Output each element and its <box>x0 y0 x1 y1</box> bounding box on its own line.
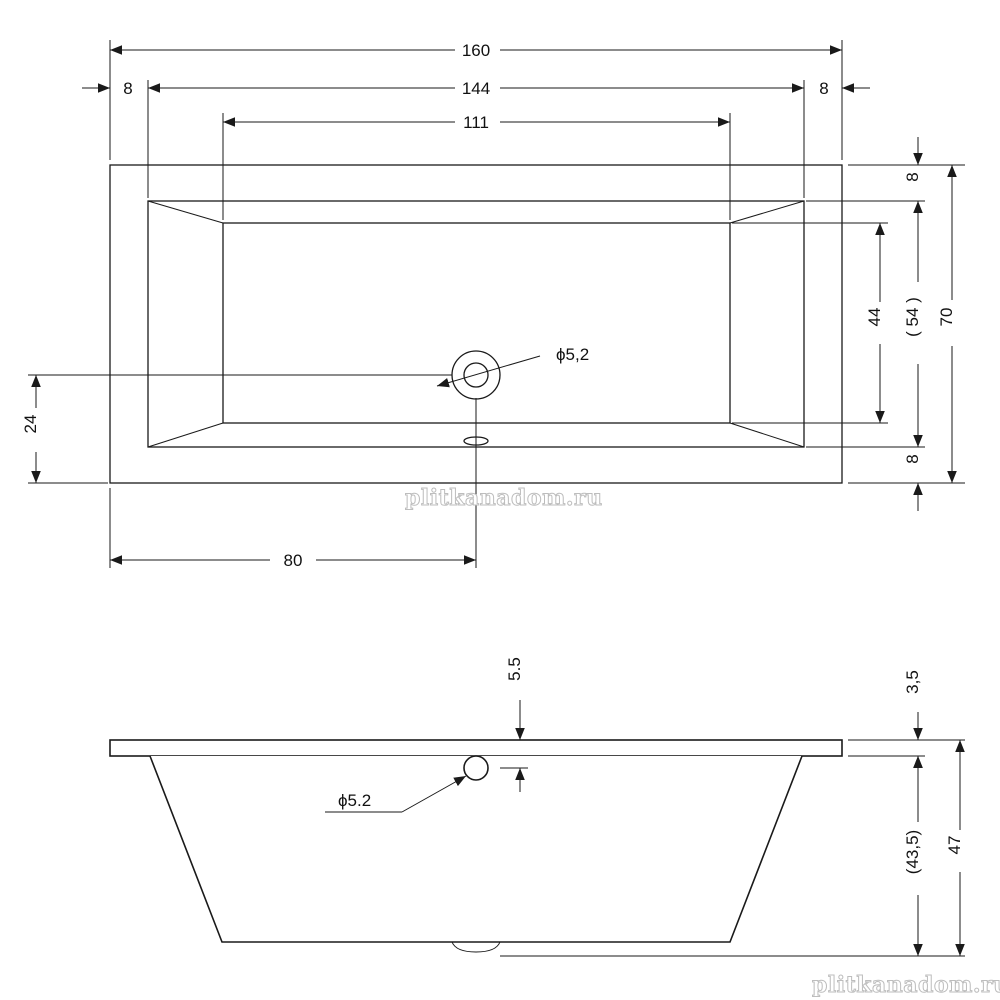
dim-rim-right: 8 <box>819 79 870 98</box>
side-tub-body <box>149 755 803 943</box>
label-width-rim-bottom: 8 <box>903 454 922 463</box>
label-total-height: 47 <box>945 836 964 855</box>
dim-width-bottom: 44 <box>865 223 885 423</box>
label-width-total: 70 <box>937 308 956 327</box>
dim-drain-offset-y: 24 <box>21 375 41 483</box>
dim-rim-thickness: 3,5 <box>903 670 923 784</box>
dim-inner-depth: (43,5) <box>903 756 923 956</box>
extension-lines <box>28 40 965 568</box>
label-width-rim-top: 8 <box>903 172 922 181</box>
dim-overall-length: 160 <box>110 41 842 60</box>
dim-overflow-depth: 5.5 <box>505 657 525 792</box>
label-drain-offset-y: 24 <box>21 415 40 434</box>
side-drain-outlet <box>451 941 501 953</box>
label-bottom-length: 111 <box>463 113 489 132</box>
dim-drain-diameter: ϕ5,2 <box>436 345 589 388</box>
tub-bottom <box>222 222 731 424</box>
label-overall-length: 160 <box>462 41 490 60</box>
side-view: 5.5 ϕ5.2 3,5 (43,5) 47 <box>109 657 965 957</box>
overflow-icon <box>463 755 489 781</box>
slope-lines <box>147 200 805 448</box>
dim-width-total: 70 <box>937 165 957 483</box>
label-drain-offset-x: 80 <box>284 551 303 570</box>
label-inner-depth: (43,5) <box>903 830 922 874</box>
side-rim <box>109 739 843 757</box>
label-rim-right: 8 <box>819 79 828 98</box>
label-rim-left: 8 <box>123 79 132 98</box>
watermark: plitkanadom.ru <box>812 972 1000 998</box>
dim-total-height: 47 <box>945 740 965 956</box>
dim-overflow-diameter: ϕ5.2 <box>325 775 467 813</box>
top-view: 160 144 8 8 111 ϕ5,2 <box>21 40 965 570</box>
dim-drain-offset-x: 80 <box>110 551 476 570</box>
dim-bottom-length: 111 <box>223 113 730 132</box>
label-width-bottom: 44 <box>865 308 884 327</box>
dim-width-rim-bottom: 8 <box>903 454 923 511</box>
label-rim-thickness: 3,5 <box>903 670 922 694</box>
label-width-inner: ( 54 ) <box>903 297 922 337</box>
dim-rim-left: 8 <box>82 79 133 98</box>
dim-inner-length: 144 <box>148 79 804 98</box>
dim-width-rim-top: 8 <box>903 137 923 182</box>
dim-width-inner: ( 54 ) <box>903 201 923 447</box>
watermark: plitkanadom.ru <box>405 485 603 511</box>
label-drain-diameter: ϕ5,2 <box>556 345 589 364</box>
label-overflow-depth: 5.5 <box>505 657 524 681</box>
label-overflow-diameter: ϕ5.2 <box>338 791 371 810</box>
label-inner-length: 144 <box>462 79 490 98</box>
